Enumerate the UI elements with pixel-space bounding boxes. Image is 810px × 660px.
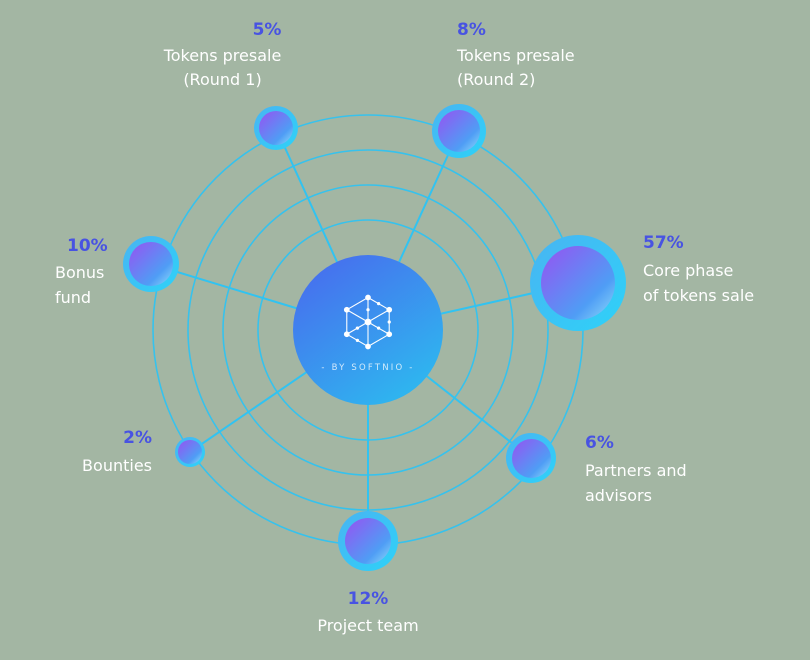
segment-pct-bounties: 2% — [123, 428, 152, 448]
node-inner — [258, 110, 294, 146]
node-inner — [178, 440, 202, 464]
segment-label-partners-advisors: Partners and advisors — [585, 458, 687, 508]
segment-label-line: Bonus — [55, 263, 105, 282]
segment-label-line: (Round 2) — [457, 70, 536, 89]
segment-label-line: of tokens sale — [643, 286, 755, 305]
node-partners-advisors — [506, 433, 556, 483]
segment-label-core-phase: Core phase of tokens sale — [643, 258, 754, 308]
segment-label-line: Bounties — [82, 456, 152, 475]
segment-pct-bonus-fund: 10% — [67, 236, 108, 256]
node-inner — [511, 438, 551, 478]
segment-label-bonus-fund: Bonus fund — [55, 260, 104, 310]
node-inner — [437, 109, 481, 153]
segment-pct-partners-advisors: 6% — [585, 433, 614, 453]
segment-pct-presale-round-2: 8% — [457, 20, 486, 40]
segment-label-line: Tokens presale — [457, 46, 575, 65]
segment-label-bounties: Bounties — [20, 453, 152, 478]
node-presale-round-2 — [432, 104, 486, 158]
node-bounties — [175, 437, 205, 467]
segment-label-line: Project team — [317, 616, 419, 635]
node-inner — [129, 242, 173, 286]
segment-label-presale-round-1: Tokens presale (Round 1) — [135, 44, 310, 92]
segment-label-project-team: Project team — [268, 613, 468, 638]
segment-label-presale-round-2: Tokens presale (Round 2) — [457, 44, 575, 92]
segment-label-line: Tokens presale — [163, 46, 282, 65]
node-presale-round-1 — [254, 106, 298, 150]
segment-pct-project-team: 12% — [347, 589, 389, 609]
segment-pct-presale-round-1: 5% — [252, 20, 282, 40]
segment-label-line: Partners and — [585, 461, 687, 480]
segment-label-line: fund — [55, 288, 92, 307]
node-bonus-fund — [123, 236, 179, 292]
node-project-team — [338, 511, 398, 571]
segment-label-line: Core phase — [643, 261, 734, 280]
segment-label-line: (Round 1) — [183, 70, 262, 89]
center-caption: - BY SOFTNIO - — [321, 362, 415, 373]
center-logo-circle: - BY SOFTNIO - — [293, 255, 443, 405]
network-hexagon-icon — [343, 294, 393, 349]
segment-pct-core-phase: 57% — [643, 233, 684, 253]
node-inner — [344, 517, 392, 565]
segment-label-line: advisors — [585, 486, 652, 505]
node-core-phase — [530, 235, 626, 331]
node-inner — [540, 245, 616, 321]
